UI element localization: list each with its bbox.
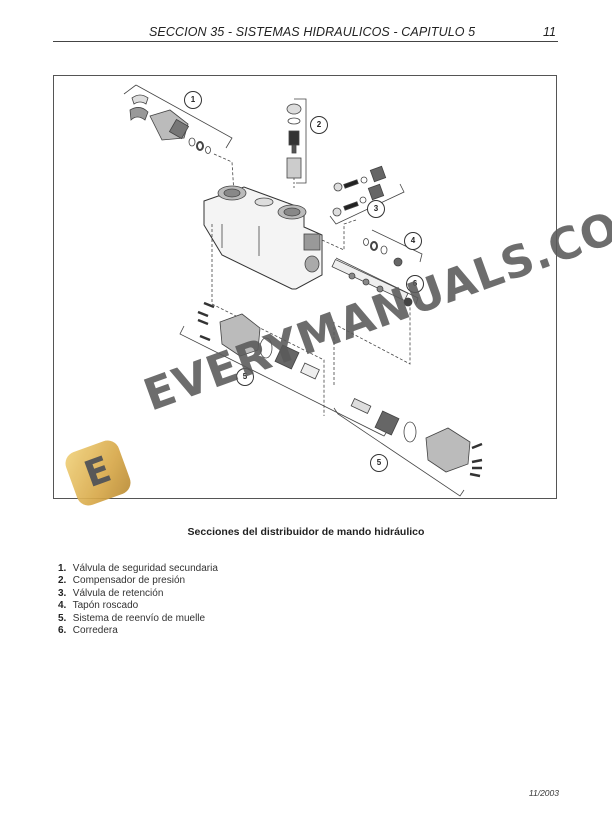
figure-caption: Secciones del distribuidor de mando hidr… [187, 526, 425, 538]
legend-text: Válvula de seguridad secundaria [72, 563, 218, 574]
legend-text: Compensador de presión [72, 575, 186, 587]
spring-return-right-part [333, 398, 483, 497]
legend-number: 2. [58, 575, 67, 587]
callout-6: 6 [406, 275, 424, 293]
page-header: SECCION 35 - SISTEMAS HIDRAULICOS - CAPI… [53, 22, 558, 42]
footer-date: 11/2003 [528, 788, 559, 798]
check-valve-part [332, 165, 387, 217]
legend-number: 3. [58, 587, 67, 599]
parts-legend: 1. Válvula de seguridad secundaria 2. Co… [58, 563, 218, 637]
legend-text: Válvula de retención [72, 587, 164, 599]
threaded-plug-part [321, 219, 423, 267]
callout-4: 4 [404, 232, 422, 250]
valve-diagram-drawing [123, 84, 483, 497]
relief-valve-part [129, 94, 211, 154]
page-number: 11 [543, 25, 556, 39]
legend-item: 3. Válvula de retención [58, 588, 218, 600]
legend-number: 4. [58, 600, 67, 612]
legend-number: 1. [58, 563, 67, 574]
spring-return-left-part [179, 301, 389, 437]
valve-body-part [203, 185, 323, 290]
legend-item: 1. Válvula de seguridad secundaria [58, 563, 218, 575]
section-title: SECCION 35 - SISTEMAS HIDRAULICOS - CAPI… [149, 25, 476, 39]
callout-5-left: 5 [236, 368, 254, 386]
legend-item: 5. Sistema de reenvío de muelle [58, 613, 218, 625]
legend-number: 6. [58, 625, 67, 637]
legend-item: 6. Corredera [58, 625, 218, 637]
callout-2: 2 [310, 116, 328, 134]
exploded-view-figure: 1 2 3 4 6 5 5 [53, 75, 557, 499]
legend-text: Sistema de reenvío de muelle [72, 612, 206, 624]
legend-item: 2. Compensador de presión [58, 575, 218, 587]
legend-number: 5. [58, 612, 67, 624]
callout-3: 3 [367, 200, 385, 218]
legend-text: Corredera [72, 625, 118, 637]
callout-5-right: 5 [370, 454, 388, 472]
spool-part [331, 257, 419, 307]
legend-text: Tapón roscado [72, 600, 139, 612]
callout-1: 1 [184, 91, 202, 109]
pressure-compensator-part [286, 103, 302, 188]
legend-item: 4. Tapón roscado [58, 600, 218, 612]
